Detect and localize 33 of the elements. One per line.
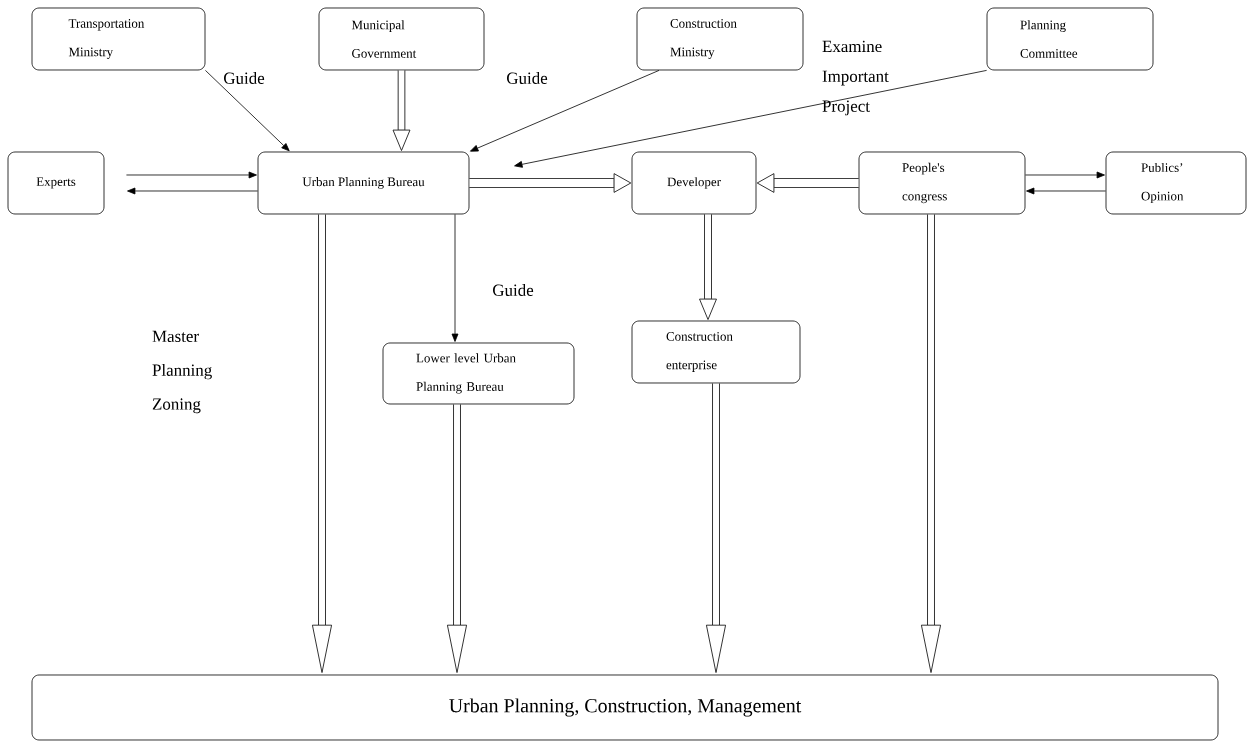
organization-box: Publics’ Opinion (1105, 151, 1247, 215)
organization-box: Planning Committee (986, 7, 1154, 71)
arrow (1025, 171, 1105, 179)
note-text: Master Planning Zoning (152, 330, 212, 414)
organization-box: Lower level Urban Planning Bureau (382, 342, 575, 405)
block-arrow (312, 214, 332, 673)
edge-label: Guide (507, 72, 548, 84)
block-arrow (756, 173, 859, 193)
arrow (1026, 187, 1106, 195)
block-arrow (921, 214, 941, 673)
arrow (126, 171, 257, 179)
organization-box: Municipal Government (318, 7, 485, 71)
organization-box: People's congress (858, 151, 1026, 215)
arrow (127, 187, 258, 195)
edge-label: Guide (493, 284, 534, 296)
arrow (514, 70, 987, 168)
organization-box: Developer (631, 151, 757, 215)
organization-box: Construction enterprise (631, 320, 801, 384)
block-arrow (447, 404, 467, 673)
organization-box: Transportation Ministry (31, 7, 206, 71)
outcome-box: Urban Planning, Construction, Management (31, 674, 1219, 741)
edge-label: Examine Important Project (822, 40, 889, 116)
arrow (451, 214, 459, 342)
arrow (205, 70, 290, 152)
edge-label: Guide (224, 72, 265, 84)
arrow (470, 70, 660, 152)
organization-box: Urban Planning Bureau (257, 151, 470, 215)
organization-box: Construction Ministry (636, 7, 804, 71)
organization-box: Experts (7, 151, 105, 215)
block-arrow (699, 214, 717, 320)
block-arrow (469, 173, 632, 193)
block-arrow (392, 70, 411, 151)
block-arrow (706, 383, 726, 673)
